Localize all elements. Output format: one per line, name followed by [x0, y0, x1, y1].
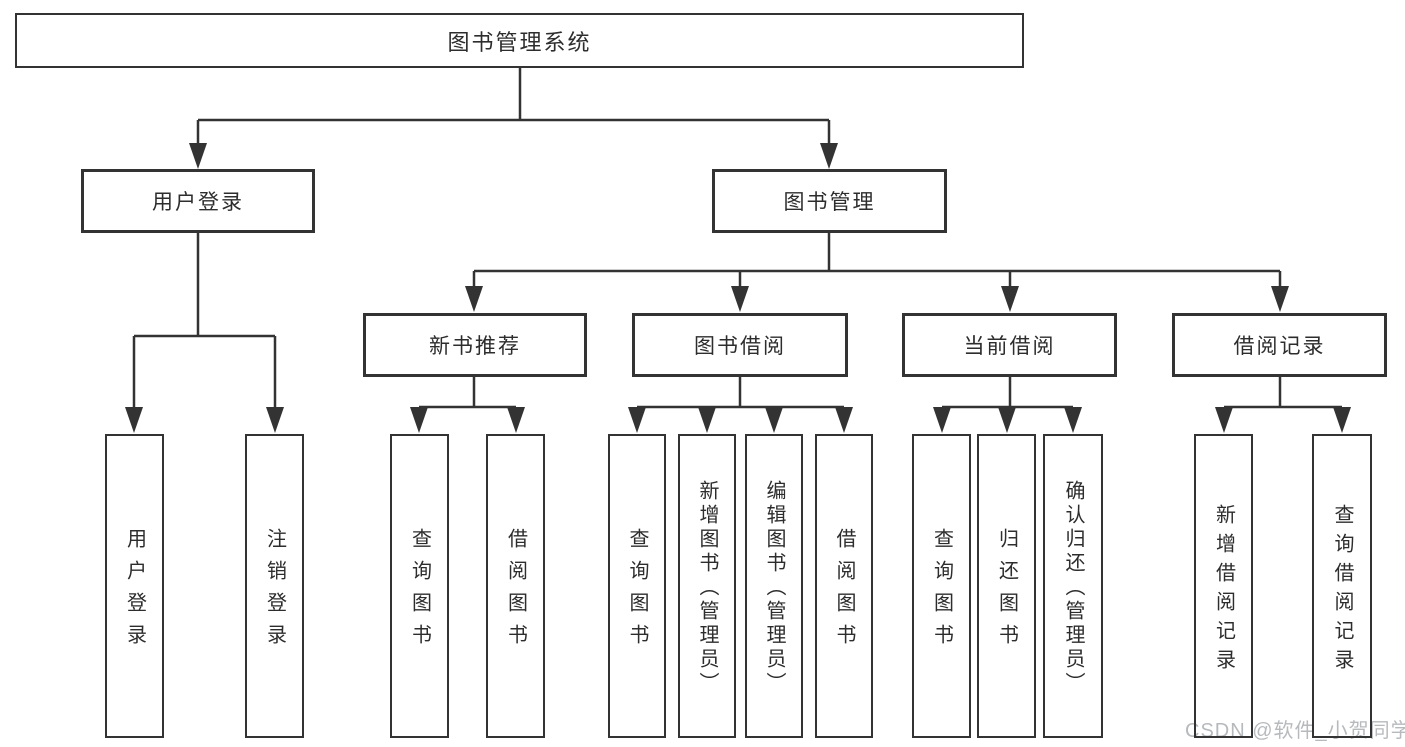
node-current-borrowing: 当前借阅: [902, 313, 1117, 377]
node-borrowing-records-label: 借阅记录: [1233, 335, 1326, 358]
leaf-query-borrow-record-label: 查询借阅记录: [1331, 503, 1353, 678]
leaf-borrow-books-borrowing-label: 借阅图书: [833, 528, 855, 656]
leaf-query-books-recommend: 查询图书: [390, 434, 449, 738]
leaf-borrow-books-recommend-label: 借阅图书: [504, 528, 527, 656]
leaf-user-login-label: 用户登录: [123, 528, 146, 656]
node-library-system: 图书管理系统: [15, 13, 1024, 68]
node-new-book-recommend: 新书推荐: [363, 313, 587, 377]
leaf-add-borrow-record: 新增借阅记录: [1194, 434, 1253, 738]
node-current-borrowing-label: 当前借阅: [963, 335, 1056, 358]
leaf-query-books-borrowing: 查询图书: [608, 434, 666, 738]
node-new-book-recommend-label: 新书推荐: [429, 335, 521, 358]
leaf-return-book-label: 归还图书: [995, 528, 1018, 656]
leaf-query-books-current: 查询图书: [912, 434, 971, 738]
node-user-login-label: 用户登录: [152, 191, 244, 214]
leaf-query-books-current-label: 查询图书: [930, 528, 953, 656]
node-book-borrowing: 图书借阅: [632, 313, 848, 377]
node-library-system-label: 图书管理系统: [447, 29, 592, 55]
leaf-add-book-admin-label: 新增图书（管理员）: [696, 480, 718, 696]
leaf-query-borrow-record: 查询借阅记录: [1312, 434, 1372, 738]
leaf-user-login: 用户登录: [105, 434, 164, 738]
node-borrowing-records: 借阅记录: [1172, 313, 1387, 377]
node-user-login: 用户登录: [81, 169, 315, 233]
arrowheads: [125, 143, 1351, 433]
leaf-add-book-admin: 新增图书（管理员）: [678, 434, 736, 738]
leaf-logout-label: 注销登录: [263, 528, 286, 656]
leaf-borrow-books-recommend: 借阅图书: [486, 434, 545, 738]
leaf-edit-book-admin: 编辑图书（管理员）: [745, 434, 803, 738]
node-book-management: 图书管理: [712, 169, 947, 233]
leaf-query-books-recommend-label: 查询图书: [408, 528, 431, 656]
leaf-confirm-return-admin-label: 确认归还（管理员）: [1062, 480, 1084, 696]
leaf-confirm-return-admin: 确认归还（管理员）: [1043, 434, 1103, 738]
leaf-edit-book-admin-label: 编辑图书（管理员）: [763, 480, 785, 696]
node-book-borrowing-label: 图书借阅: [694, 335, 786, 358]
node-book-management-label: 图书管理: [783, 191, 876, 214]
leaf-logout: 注销登录: [245, 434, 304, 738]
leaf-add-borrow-record-label: 新增借阅记录: [1212, 503, 1235, 678]
leaf-query-books-borrowing-label: 查询图书: [626, 528, 648, 656]
leaf-borrow-books-borrowing: 借阅图书: [815, 434, 873, 738]
leaf-return-book: 归还图书: [977, 434, 1036, 738]
csdn-watermark: CSDN @软件_小贺同学: [1185, 720, 1405, 742]
